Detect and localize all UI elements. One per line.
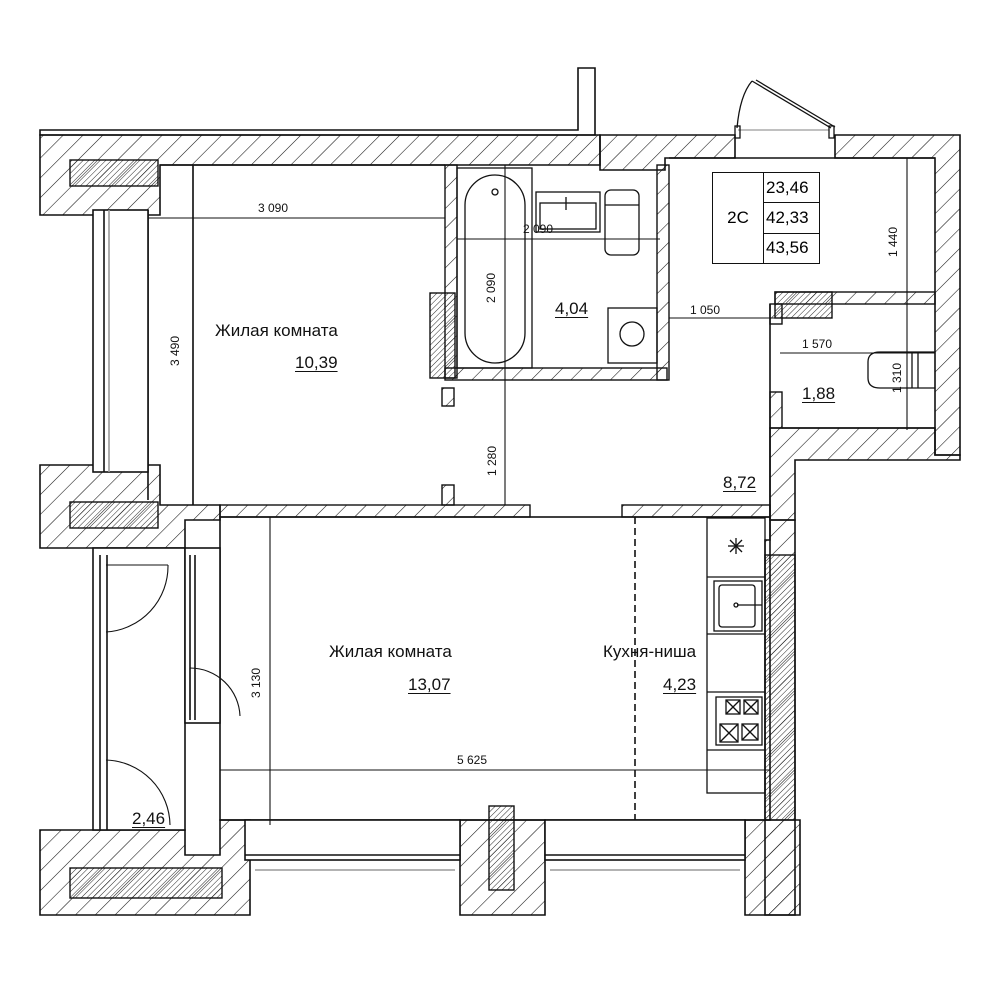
dim-toilet-height: 1 310	[890, 362, 905, 394]
balcony-doors	[105, 564, 241, 826]
dim-room1-width: 3 090	[258, 201, 289, 215]
dim-entry-depth: 1 440	[886, 226, 901, 258]
room-area-toilet: 1,88	[802, 384, 836, 403]
dim-room2-height: 3 130	[249, 667, 264, 699]
toilet-bowl	[604, 189, 640, 256]
room-name-living-1: Жилая комната	[215, 321, 338, 340]
sink	[535, 191, 601, 233]
dim-corridor-width: 1 050	[690, 303, 721, 317]
apartment-area-total: 42,33	[764, 203, 819, 234]
dim-room2-width: 5 625	[457, 753, 488, 767]
room-area-balcony: 2,46	[132, 809, 166, 828]
stove-burners-icon	[715, 696, 763, 746]
dim-bath-width: 2 090	[523, 222, 554, 236]
kitchen-unit	[706, 517, 766, 794]
dim-hall-offset: 1 280	[485, 445, 500, 477]
room-name-living-2: Жилая комната	[329, 642, 452, 661]
apartment-type-code: 2С	[713, 173, 764, 263]
room-area-hallway: 8,72	[723, 473, 757, 492]
room-area-living-1: 10,39	[295, 353, 338, 372]
dim-room1-height: 3 490	[168, 335, 183, 367]
room-area-bathroom: 4,04	[555, 299, 589, 318]
room-area-kitchen-niche: 4,23	[663, 675, 697, 694]
room-area-living-2: 13,07	[408, 675, 451, 694]
living-area-total: 23,46	[764, 173, 819, 204]
apartment-area-with-balcony: 43,56	[766, 238, 809, 258]
washing-machine	[607, 307, 658, 364]
bathtub	[456, 167, 533, 369]
apartment-area-badge: 2С 23,46 42,33 43,56	[712, 172, 820, 264]
dim-bath-height: 2 090	[484, 272, 499, 304]
room-name-kitchen-niche: Кухня-ниша	[603, 642, 697, 661]
hood-star-icon	[728, 538, 744, 554]
dim-toilet-width: 1 570	[802, 337, 833, 351]
dimension-lines	[148, 158, 935, 825]
entry-door	[734, 79, 836, 139]
